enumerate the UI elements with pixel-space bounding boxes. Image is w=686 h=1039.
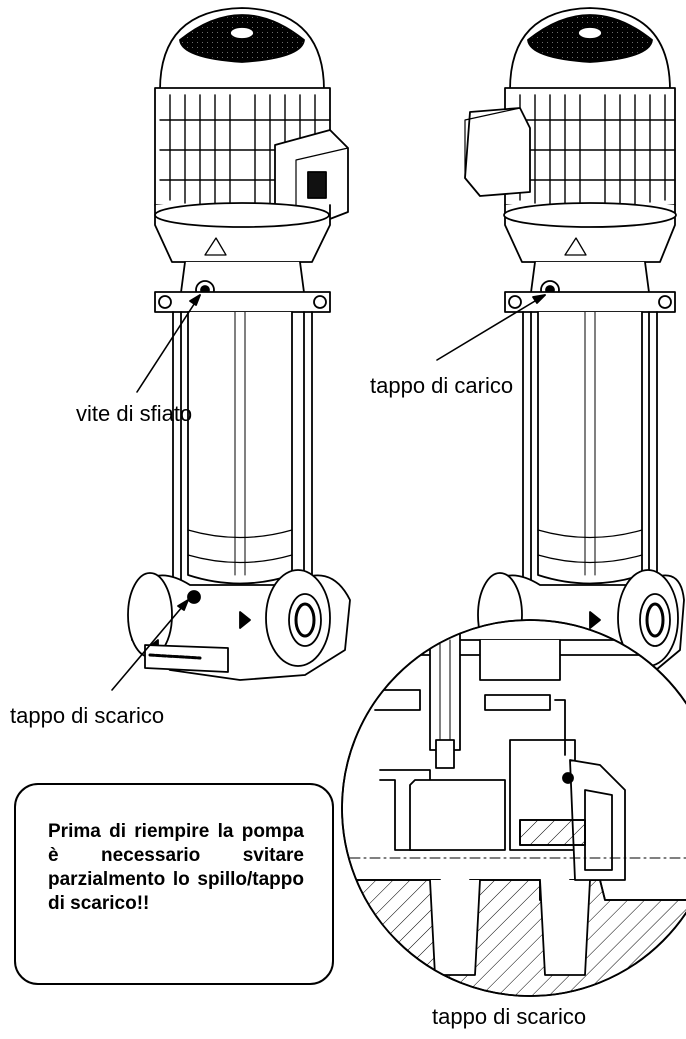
- label-vent-screw: vite di sfiato: [76, 401, 193, 426]
- leader-vent-screw: [136, 294, 201, 393]
- label-fill-plug: tappo di carico: [370, 373, 514, 398]
- warning-note-box: Prima di riempire la pompa è necessario …: [14, 783, 334, 985]
- label-drain-plug: tappo di scarico: [10, 703, 165, 728]
- drain-plug-detail: [341, 619, 686, 997]
- left-pump: [127, 7, 351, 681]
- right-pump: [464, 7, 685, 681]
- leader-drain-plug: [111, 599, 189, 691]
- label-drain-plug-detail: tappo di scarico: [432, 1004, 587, 1029]
- leader-fill-plug: [436, 294, 546, 361]
- warning-note-text: Prima di riempire la pompa è necessario …: [48, 821, 304, 914]
